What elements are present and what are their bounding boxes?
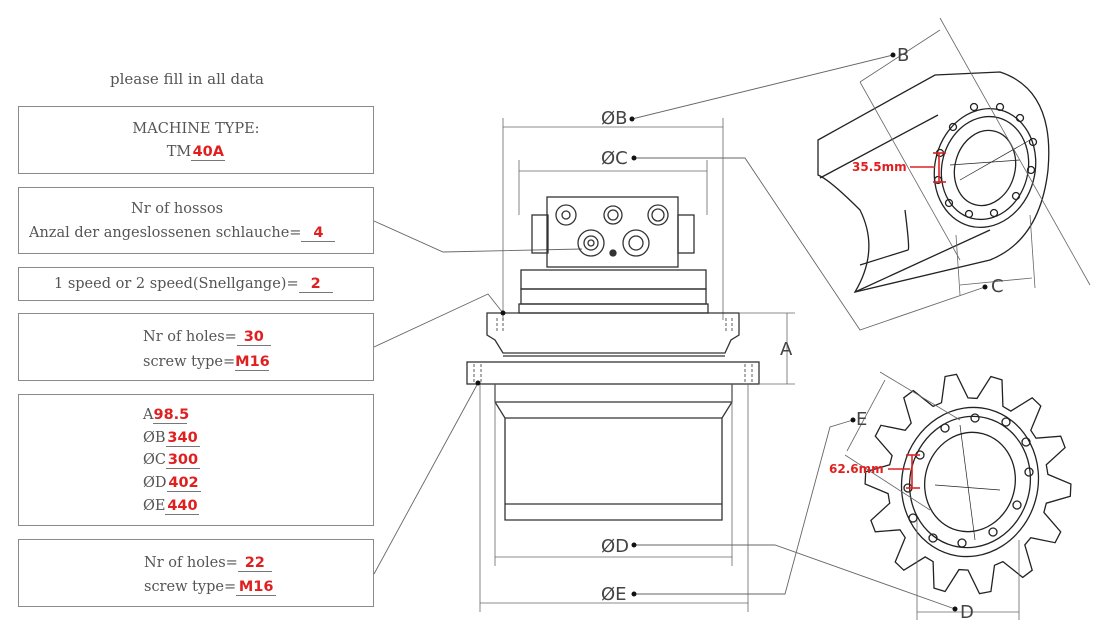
leader-c <box>634 157 986 331</box>
dimension-field-b[interactable]: 340 <box>165 430 200 447</box>
leader-b <box>631 54 894 120</box>
hoses-label-en: Nr of hossos <box>131 201 224 217</box>
dimension-label-a: A <box>143 407 154 423</box>
dim-label-c: ØC <box>601 148 628 169</box>
sprocket-measurement-label: 62.6mm <box>829 462 884 476</box>
machine-type-row: TM40A <box>19 144 373 161</box>
dimension-label-b: ØB <box>143 430 166 446</box>
hoses-label-de: Anzal der angeslossenen schlauche= <box>29 225 302 241</box>
frame-measurement-label: 35.5mm <box>852 160 907 174</box>
sprocket-screw-row: screw type=M16 <box>143 354 270 371</box>
sprocket-screw-field[interactable]: M16 <box>235 354 270 371</box>
frame-screw-label: screw type= <box>144 579 237 595</box>
sprocket-view-drawing <box>864 373 1072 595</box>
hoses-row: Anzal der angeslossenen schlauche=4 <box>29 225 336 242</box>
motor-body-drawing <box>466 118 795 612</box>
sprocket-screw-label: screw type= <box>143 354 236 370</box>
frame-view-drawing <box>817 71 1050 293</box>
frame-holes-row: Nr of holes=22 <box>144 555 272 572</box>
leader-sprocket-holes <box>373 293 504 348</box>
sprocket-holes-label: Nr of holes= <box>143 329 237 345</box>
sprocket-holes-field[interactable]: 30 <box>236 330 271 346</box>
sprocket-label-e: E <box>856 409 867 430</box>
dimension-label-c: ØC <box>143 452 166 468</box>
frame-screw-row: screw type=M16 <box>144 579 277 596</box>
hoses-field[interactable]: 4 <box>301 226 336 242</box>
machine-type-box: MACHINE TYPE: TM40A <box>18 106 374 174</box>
leader-dots <box>475 52 988 612</box>
speed-label: 1 speed or 2 speed(Snellgange)= <box>54 276 299 292</box>
dimension-field-e[interactable]: 440 <box>165 498 200 515</box>
frame-bolt-holes <box>933 102 1038 219</box>
leader-hoses <box>373 220 583 253</box>
instruction-text: please fill in all data <box>110 70 264 88</box>
dim-label-e: ØE <box>601 584 627 605</box>
frame-holes-label: Nr of holes= <box>144 555 238 571</box>
machine-type-field[interactable]: 40A <box>191 144 226 161</box>
frame-holes-field[interactable]: 22 <box>237 556 272 572</box>
leader-frame-holes <box>373 382 479 575</box>
frame-holes-box: Nr of holes=22 screw type=M16 <box>18 539 374 607</box>
sprocket-measurement-marker <box>888 454 920 489</box>
frame-label-c: C <box>991 276 1004 297</box>
machine-type-prefix: TM <box>166 144 192 160</box>
hoses-box: Nr of hossos Anzal der angeslossenen sch… <box>18 187 374 254</box>
frame-label-b: B <box>897 45 909 66</box>
dimension-field-d[interactable]: 402 <box>166 475 201 492</box>
speed-box: 1 speed or 2 speed(Snellgange)=2 <box>18 267 374 301</box>
speed-row: 1 speed or 2 speed(Snellgange)=2 <box>54 276 333 293</box>
sprocket-holes-row: Nr of holes=30 <box>143 329 271 346</box>
dim-label-a: A <box>780 339 793 360</box>
dimension-field-c[interactable]: 300 <box>165 452 200 469</box>
frame-screw-field[interactable]: M16 <box>236 580 277 596</box>
dimension-row-a: A98.5 <box>143 407 190 424</box>
speed-field[interactable]: 2 <box>298 277 333 293</box>
leader-d <box>634 544 956 610</box>
sprocket-label-d: D <box>960 602 974 623</box>
dimension-label-e: ØE <box>143 498 166 514</box>
dim-label-d: ØD <box>601 536 629 557</box>
leader-e <box>634 419 854 595</box>
machine-type-label: MACHINE TYPE: <box>132 121 260 137</box>
sprocket-holes-box: Nr of holes=30 screw type=M16 <box>18 313 374 381</box>
dim-label-b: ØB <box>601 108 628 129</box>
frame-measurement-marker <box>910 152 946 183</box>
dimension-label-d: ØD <box>143 475 167 491</box>
dimension-field-a[interactable]: 98.5 <box>153 407 190 424</box>
sprocket-bolt-holes <box>903 413 1034 548</box>
